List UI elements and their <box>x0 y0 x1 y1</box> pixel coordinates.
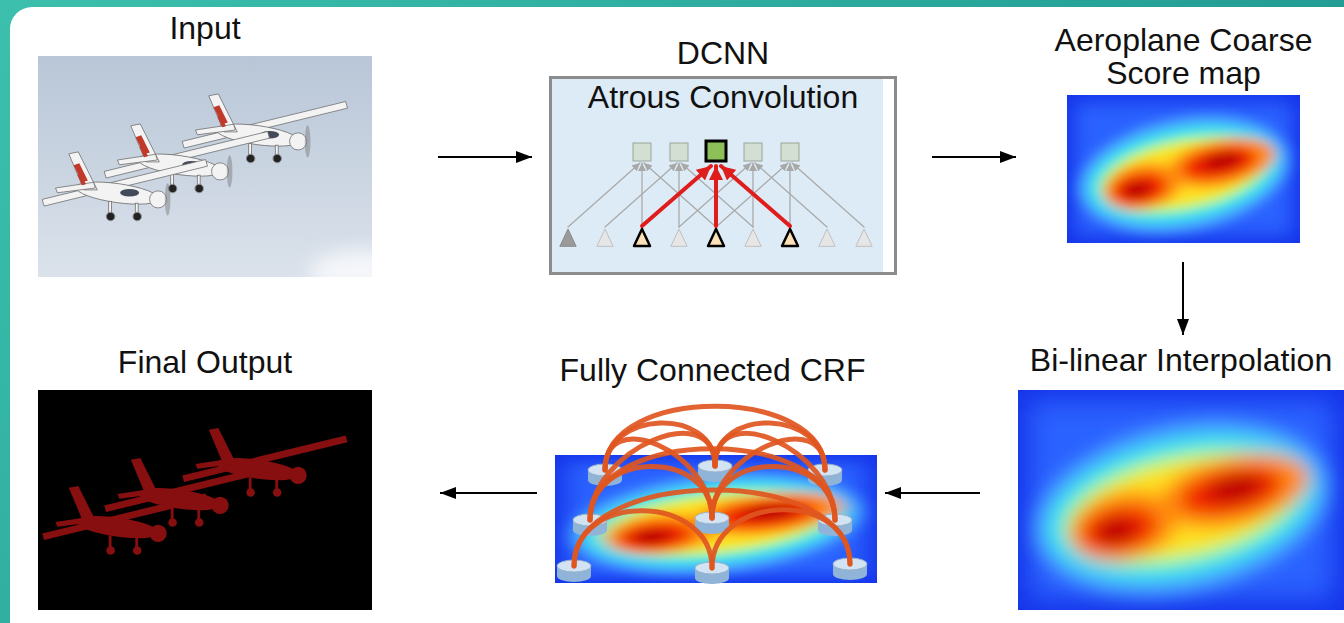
atrous-convolution-drawing <box>781 143 799 161</box>
input-photo <box>42 152 207 221</box>
atrous-convolution-drawing <box>706 141 726 161</box>
flow-arrow <box>932 156 1016 158</box>
atrous-convolution-drawing <box>605 163 677 227</box>
image-panel: Fully Connected CRF <box>548 400 877 585</box>
crf-graph <box>554 455 878 590</box>
panel-heading: Input <box>95 12 315 46</box>
atrous-convolution-drawing <box>597 229 613 246</box>
crf-edges <box>574 406 850 568</box>
crf-edges <box>715 433 835 520</box>
atrous-convolution-drawing <box>708 229 724 246</box>
atrous-convolution-drawing <box>634 229 798 246</box>
atrous-convolution-drawing <box>755 163 827 227</box>
flow-arrow <box>885 492 980 494</box>
atrous-convolution-drawing <box>670 143 688 161</box>
flow-arrow <box>1182 262 1184 335</box>
coarse-score-map <box>1067 95 1302 251</box>
atrous-convolution-drawing <box>597 229 872 246</box>
atrous-convolution-drawing <box>671 229 687 246</box>
crf-graph <box>554 455 878 590</box>
image-panel: Final Output <box>38 390 372 610</box>
panel <box>10 7 1344 623</box>
crf-edges <box>574 511 712 568</box>
segmentation-output <box>42 486 207 555</box>
input-photo <box>42 152 207 221</box>
interpolated-score-map <box>1017 390 1344 621</box>
atrous-convolution-drawing <box>642 166 711 226</box>
atrous-convolution-drawing <box>642 166 790 226</box>
atrous-convolution-drawing <box>560 229 576 246</box>
image-panel: Aeroplane Coarse Score map <box>1067 95 1300 243</box>
crf-edges <box>605 439 712 518</box>
atrous-convolution-drawing <box>792 163 864 227</box>
box-label: Atrous Convolution <box>552 79 894 115</box>
atrous-convolution-drawing <box>745 229 761 246</box>
crf-edges <box>712 439 825 518</box>
segmentation-output <box>38 390 372 610</box>
flow-arrow <box>440 492 537 494</box>
atrous-convolution-drawing <box>679 163 751 227</box>
flow-arrow <box>438 156 532 158</box>
image-panel: Input <box>38 56 372 277</box>
atrous-convolution-drawing <box>744 143 762 161</box>
input-photo <box>74 163 171 220</box>
panel-heading: DCNN <box>613 37 833 71</box>
process-box: DCNNAtrous Convolution <box>549 76 897 275</box>
panel-heading: Final Output <box>75 346 335 380</box>
atrous-convolution-drawing <box>714 166 718 226</box>
interpolated-score-map <box>1017 390 1344 621</box>
coarse-score-map <box>1067 95 1302 251</box>
image-panel: Bi-linear Interpolation <box>1018 390 1344 610</box>
crf-graph <box>554 406 878 589</box>
segmentation-output <box>42 486 207 555</box>
panel-heading: Fully Connected CRF <box>538 354 888 388</box>
panel-heading: Bi-linear Interpolation <box>1023 344 1339 378</box>
atrous-convolution-drawing <box>856 229 872 246</box>
atrous-convolution-drawing <box>789 163 790 227</box>
atrous-convolution-drawing <box>782 229 798 246</box>
crf-edges <box>712 510 850 568</box>
atrous-convolution-drawing <box>681 163 753 227</box>
atrous-convolution-drawing <box>819 229 835 246</box>
segmentation-output <box>38 390 372 610</box>
input-photo <box>38 56 372 277</box>
atrous-convolution-drawing <box>568 163 864 227</box>
atrous-convolution-drawing <box>560 141 872 246</box>
atrous-convolution-drawing <box>721 166 790 226</box>
input-photo <box>38 56 372 277</box>
input-photo <box>310 250 372 277</box>
atrous-convolution-drawing <box>633 143 651 161</box>
panel-heading: Aeroplane Coarse Score map <box>1044 24 1324 91</box>
atrous-convolution-drawing <box>568 163 640 227</box>
atrous-convolution-drawing <box>634 229 650 246</box>
crf-edges <box>590 433 715 520</box>
input-photo <box>136 135 233 192</box>
